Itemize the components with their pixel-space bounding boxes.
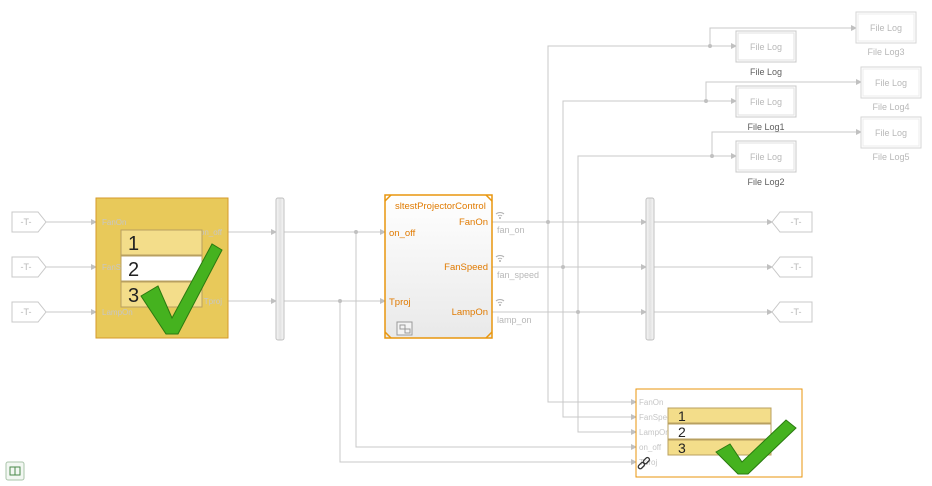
mux-bar-left[interactable] [275, 197, 285, 341]
svg-text:fan_on: fan_on [497, 225, 525, 235]
subsystem-input-tproj: Tproj [389, 297, 411, 308]
assess-input-fanon: FanOn [639, 398, 663, 407]
file-log1-block[interactable]: File Log File Log1 [735, 85, 797, 132]
wireless-icon [495, 212, 505, 217]
wireless-icon [495, 255, 505, 260]
assess-input-lampon: LampOn [639, 428, 670, 437]
signal-label-lamp-on: lamp_on [495, 299, 532, 325]
test-seq-row-3: 3 [128, 285, 139, 307]
from-tag-2[interactable]: -T- [11, 256, 47, 278]
junction-dots [338, 44, 714, 314]
file-log3-block[interactable]: File Log File Log3 [855, 11, 917, 57]
link-icon [637, 456, 651, 470]
model-browser-icon[interactable] [5, 461, 25, 481]
subsystem-output-lampon: LampOn [452, 307, 488, 318]
from-tag-3[interactable]: -T- [11, 301, 47, 323]
svg-text:3: 3 [678, 440, 686, 456]
goto-tag-3[interactable]: -T- [771, 301, 813, 323]
test-seq-output-tproj: Tproj [204, 297, 222, 306]
test-seq-row-2: 2 [128, 259, 139, 281]
svg-text:-T-: -T- [791, 307, 802, 317]
from-tag-1[interactable]: -T- [11, 211, 47, 233]
mux-bar-right[interactable] [645, 197, 655, 341]
file-log2-name: File Log2 [747, 177, 784, 187]
svg-text:-T-: -T- [791, 217, 802, 227]
signal-label-fan-on: fan_on [495, 212, 525, 235]
test-sequence-block[interactable]: FanOn FanSpeed LampOn on_off Tproj 1 2 3 [95, 197, 229, 339]
goto-tag-1[interactable]: -T- [771, 211, 813, 233]
file-log3-name: File Log3 [867, 47, 904, 57]
subsystem-input-onoff: on_off [389, 228, 416, 239]
subsystem-output-fanon: FanOn [459, 217, 488, 228]
svg-text:File Log: File Log [750, 97, 782, 107]
svg-text:fan_speed: fan_speed [497, 270, 539, 280]
svg-text:File Log: File Log [875, 78, 907, 88]
file-log-block[interactable]: File Log File Log [735, 30, 797, 77]
subsystem-output-fanspeed: FanSpeed [444, 262, 488, 273]
subsystem-icon [396, 321, 413, 336]
svg-text:File Log: File Log [750, 42, 782, 52]
signal-lines [44, 25, 862, 465]
svg-text:File Log: File Log [870, 23, 902, 33]
test-seq-output-onoff: on_off [200, 228, 223, 237]
file-log5-block[interactable]: File Log File Log5 [860, 116, 922, 162]
file-log1-name: File Log1 [747, 122, 784, 132]
file-log4-name: File Log4 [872, 102, 909, 112]
wireless-icon [495, 299, 505, 304]
test-seq-input-lampon: LampOn [102, 308, 133, 317]
file-log-name: File Log [750, 67, 782, 77]
svg-text:File Log: File Log [750, 152, 782, 162]
assess-input-fanspeed: FanSpeed [639, 413, 676, 422]
file-log4-block[interactable]: File Log File Log4 [860, 66, 922, 112]
assess-input-onoff: on_off [639, 443, 662, 452]
test-seq-row-1: 1 [128, 233, 139, 255]
from-tag-2-label: -T- [21, 262, 32, 272]
checkmark-icon [140, 243, 223, 335]
subsystem-block[interactable]: sltestProjectorControl on_off Tproj FanO… [384, 194, 493, 339]
test-seq-input-fanspeed: FanSpeed [102, 263, 139, 272]
goto-tag-2[interactable]: -T- [771, 256, 813, 278]
svg-text:File Log: File Log [875, 128, 907, 138]
file-log2-block[interactable]: File Log File Log2 [735, 140, 797, 187]
file-log5-name: File Log5 [872, 152, 909, 162]
subsystem-name: sltestProjectorControl [395, 201, 486, 212]
from-tag-1-label: -T- [21, 217, 32, 227]
from-tag-3-label: -T- [21, 307, 32, 317]
checkmark-icon [715, 419, 797, 475]
test-assessment-block[interactable]: FanOn FanSpeed LampOn on_off Tproj 1 2 3 [635, 388, 803, 478]
signal-label-fan-speed: fan_speed [495, 255, 539, 280]
svg-text:-T-: -T- [791, 262, 802, 272]
svg-text:2: 2 [678, 424, 686, 440]
test-seq-input-fanon: FanOn [102, 218, 126, 227]
svg-text:lamp_on: lamp_on [497, 315, 532, 325]
svg-text:1: 1 [678, 408, 686, 424]
